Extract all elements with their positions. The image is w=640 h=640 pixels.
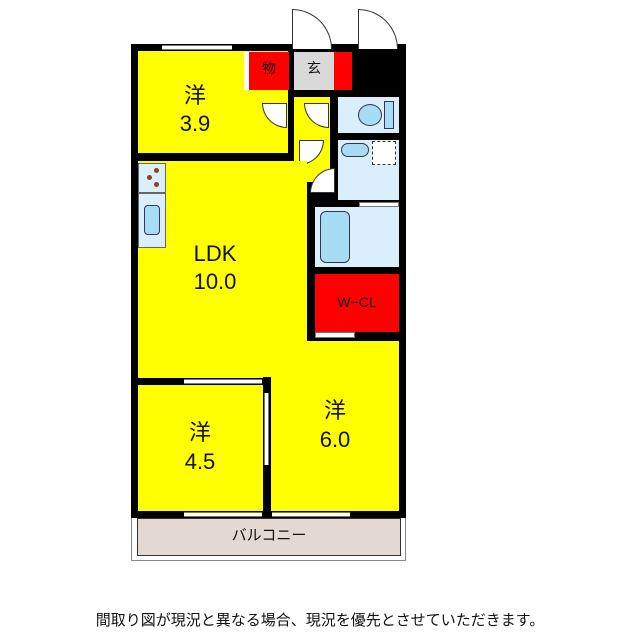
closet-door[interactable] — [315, 332, 355, 338]
sliding-door-ldk[interactable] — [184, 379, 262, 384]
entrance-door-2[interactable] — [358, 9, 398, 49]
storage-room — [249, 52, 289, 90]
washbasin-icon — [341, 143, 369, 157]
disclaimer-note: 間取り図が現況と異なる場合、現況を優先とさせていただきます。 — [95, 611, 545, 629]
storage-door-white — [244, 52, 249, 90]
entrance-label: 玄 — [307, 61, 321, 77]
burner-icon — [147, 175, 152, 180]
room-western-4-5-name: 洋 — [188, 421, 211, 446]
balcony-rail — [131, 518, 406, 561]
storage-label: 物 — [262, 61, 276, 77]
bathtub-icon — [320, 211, 350, 263]
room-western-4-5 — [138, 385, 263, 511]
toilet-tank-icon — [384, 101, 394, 129]
walk-in-closet — [315, 274, 399, 332]
window-balcony-2 — [272, 512, 350, 517]
walk-in-closet-label: W−CL — [337, 294, 377, 310]
burner-icon — [154, 182, 159, 187]
window-top — [162, 45, 232, 50]
room-western-4-5-size: 4.5 — [184, 449, 216, 474]
balcony-label: バルコニー — [231, 526, 307, 544]
shoe-closet — [334, 52, 352, 90]
kitchen-stove — [138, 163, 166, 193]
room-western-3-9-name: 洋 — [183, 84, 206, 109]
entrance-door-1[interactable] — [292, 9, 332, 49]
room-western-6-0-name: 洋 — [323, 399, 346, 424]
bath-door[interactable] — [359, 202, 399, 207]
sliding-door-side[interactable] — [264, 393, 269, 465]
window-balcony-1 — [184, 512, 262, 517]
room-western-6-0 — [271, 341, 399, 511]
room-western-3-9-size: 3.9 — [179, 111, 211, 136]
burner-icon — [154, 168, 159, 173]
washing-machine-icon — [372, 141, 396, 165]
room-western-6-0-size: 6.0 — [319, 427, 351, 452]
room-ldk-size: 10.0 — [193, 269, 237, 294]
balcony — [137, 518, 401, 556]
room-ldk-name: LDK — [193, 241, 237, 266]
room-ldk-lower — [138, 330, 263, 378]
entrance — [294, 52, 334, 90]
toilet-icon — [358, 104, 382, 126]
kitchen-sink-icon — [144, 205, 160, 235]
